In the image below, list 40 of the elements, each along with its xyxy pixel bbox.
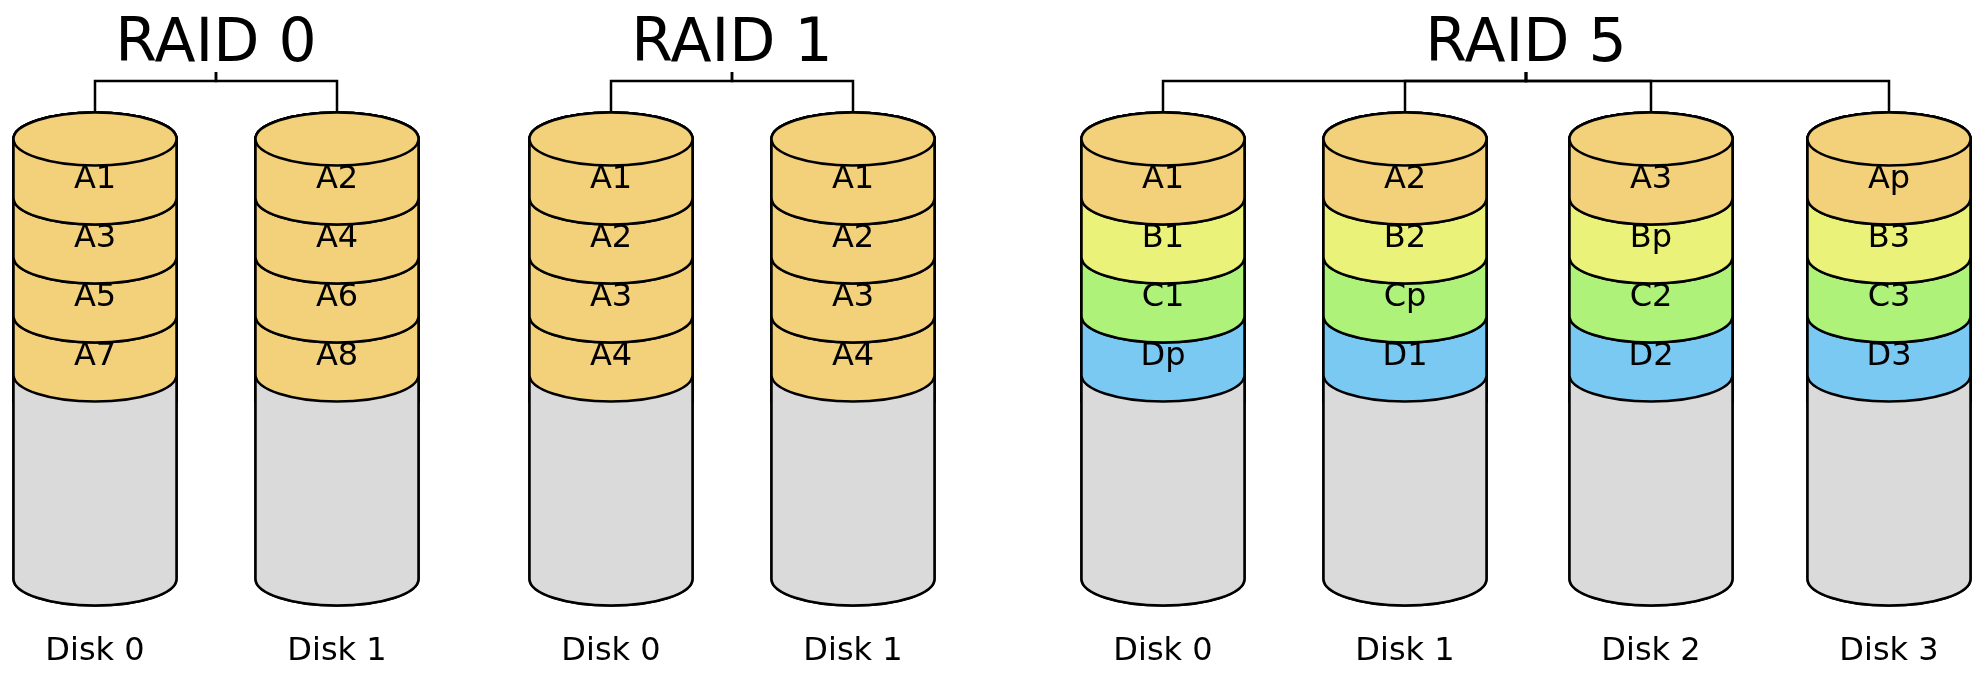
block-label: A4: [831, 335, 875, 372]
block-label: A3: [1629, 158, 1673, 195]
block-label: A8: [315, 335, 359, 372]
block-label: A1: [1141, 158, 1185, 195]
data-block: [1322, 316, 1488, 403]
block-label: A3: [831, 276, 875, 313]
disk-label: Disk 1: [803, 631, 903, 667]
block-label: Dp: [1140, 335, 1186, 372]
block-label: Bp: [1629, 217, 1673, 254]
bracket-line: [1524, 72, 1891, 111]
disk-label: Disk 0: [1113, 631, 1213, 667]
bracket-line: [214, 72, 339, 111]
block-label: A3: [73, 217, 117, 254]
block-label: A3: [589, 276, 633, 313]
block-label: A2: [315, 158, 359, 195]
disk-label: Disk 1: [1355, 631, 1455, 667]
disk-label: Disk 0: [45, 631, 145, 667]
disk-label: Disk 3: [1839, 631, 1939, 667]
block-label: A4: [589, 335, 633, 372]
block-label: A6: [315, 276, 359, 313]
block-label: A2: [831, 217, 875, 254]
disk-label: Disk 1: [287, 631, 387, 667]
disk-label: Disk 2: [1601, 631, 1701, 667]
heading: RAID 5: [1425, 8, 1627, 72]
block-label: A2: [589, 217, 633, 254]
data-block: [1568, 316, 1734, 403]
block-label: A2: [1383, 158, 1427, 195]
block-label: A1: [73, 158, 117, 195]
data-block: [1806, 316, 1972, 403]
heading: RAID 0: [115, 8, 317, 72]
heading: RAID 1: [631, 8, 833, 72]
block-label: A4: [315, 217, 359, 254]
disk-label: Disk 0: [561, 631, 661, 667]
bracket-line: [730, 72, 855, 111]
block-label: Ap: [1867, 158, 1911, 195]
block-label: Cp: [1383, 276, 1427, 313]
block-label: A1: [589, 158, 633, 195]
block-label: C2: [1629, 276, 1673, 313]
block-label: A1: [831, 158, 875, 195]
data-block: [1080, 316, 1246, 403]
